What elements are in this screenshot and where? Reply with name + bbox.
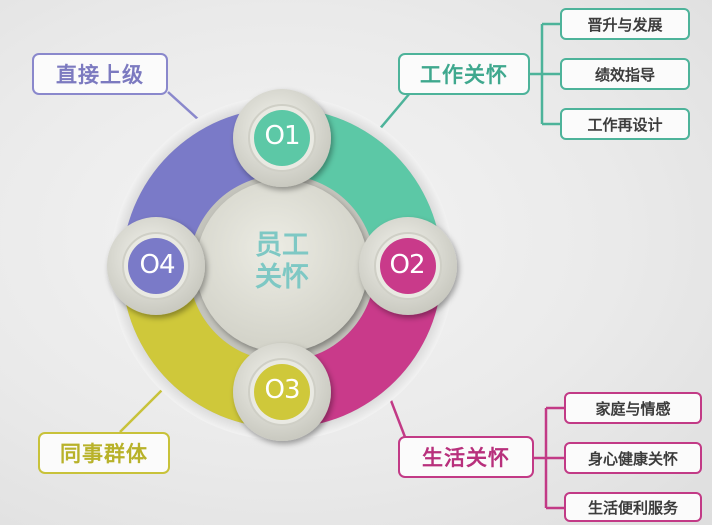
- badge-number-04: O4: [139, 250, 175, 280]
- badge-number-01: O1: [264, 121, 300, 151]
- center-title-line1: 员工: [255, 230, 309, 261]
- badge-3: [233, 343, 331, 441]
- badge-number-03: O3: [264, 375, 300, 405]
- center-title-line2: 关怀: [255, 262, 309, 293]
- label-life-care: 生活关怀: [398, 436, 534, 478]
- work-care-item-1: 晋升与发展: [560, 8, 690, 40]
- label-work-care: 工作关怀: [398, 53, 530, 95]
- work-care-bracket: [530, 22, 562, 126]
- center-title: 员工 关怀: [222, 230, 342, 294]
- badge-1: [233, 89, 331, 187]
- label-direct-superior: 直接上级: [32, 53, 168, 95]
- life-care-item-1: 家庭与情感: [564, 392, 702, 424]
- label-colleagues: 同事群体: [38, 432, 170, 474]
- connector-colleagues: [119, 383, 169, 433]
- badge-4: [107, 217, 205, 315]
- work-care-item-3: 工作再设计: [560, 108, 690, 140]
- badge-2: [359, 217, 457, 315]
- work-care-item-2: 绩效指导: [560, 58, 690, 90]
- badge-number-02: O2: [389, 250, 425, 280]
- life-care-bracket: [534, 406, 566, 510]
- number-badges: [107, 89, 457, 441]
- life-care-item-3: 生活便利服务: [564, 492, 702, 522]
- life-care-item-2: 身心健康关怀: [564, 442, 702, 474]
- center-circle: [196, 180, 368, 352]
